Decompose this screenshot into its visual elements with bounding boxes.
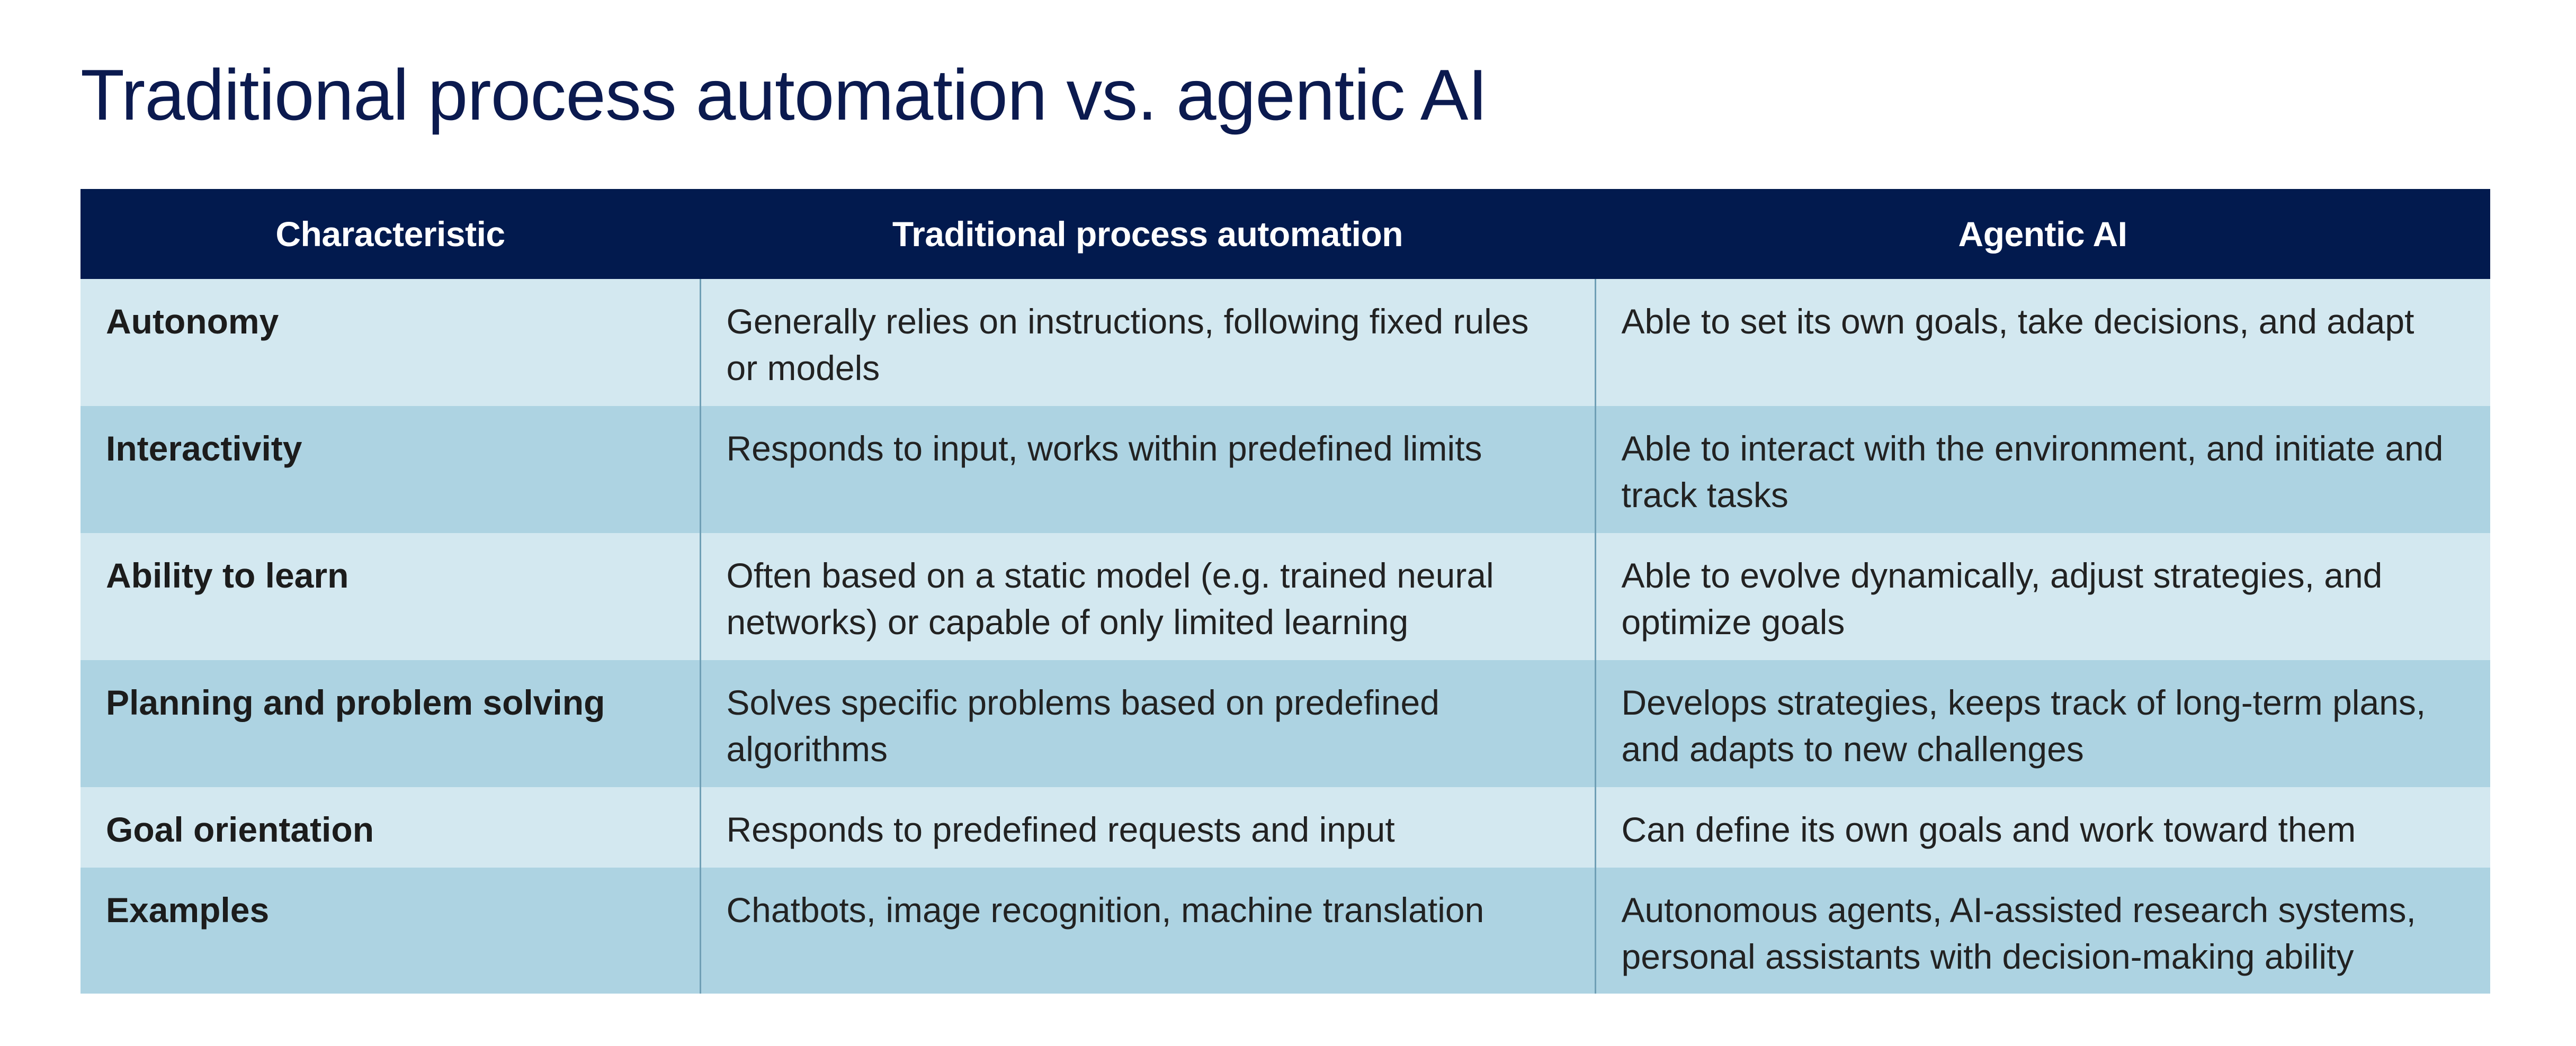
cell-characteristic: Examples <box>80 868 700 994</box>
cell-agentic: Able to interact with the environment, a… <box>1594 406 2490 533</box>
cell-characteristic: Interactivity <box>80 406 700 533</box>
header-traditional: Traditional process automation <box>700 189 1595 279</box>
comparison-table: Characteristic Traditional process autom… <box>80 189 2490 994</box>
cell-agentic: Develops strategies, keeps track of long… <box>1594 660 2490 787</box>
table-row: Autonomy Generally relies on instruction… <box>80 279 2490 406</box>
table-body: Autonomy Generally relies on instruction… <box>80 279 2490 994</box>
page-title: Traditional process automation vs. agent… <box>80 55 1488 135</box>
cell-traditional: Responds to input, works within predefin… <box>699 406 1595 533</box>
cell-agentic: Able to set its own goals, take decision… <box>1594 279 2490 406</box>
cell-traditional: Chatbots, image recognition, machine tra… <box>699 868 1595 994</box>
header-row: Characteristic Traditional process autom… <box>80 189 2490 279</box>
header-agentic: Agentic AI <box>1595 189 2490 279</box>
cell-characteristic: Autonomy <box>80 279 700 406</box>
cell-agentic: Able to evolve dynamically, adjust strat… <box>1594 533 2490 660</box>
table-header: Characteristic Traditional process autom… <box>80 189 2490 279</box>
cell-agentic: Can define its own goals and work toward… <box>1594 787 2490 868</box>
table-row: Ability to learn Often based on a static… <box>80 533 2490 660</box>
table-row: Examples Chatbots, image recognition, ma… <box>80 868 2490 994</box>
table-row: Interactivity Responds to input, works w… <box>80 406 2490 533</box>
table-row: Planning and problem solving Solves spec… <box>80 660 2490 787</box>
header-characteristic: Characteristic <box>80 189 700 279</box>
cell-agentic: Autonomous agents, AI-assisted research … <box>1594 868 2490 994</box>
cell-characteristic: Ability to learn <box>80 533 700 660</box>
cell-characteristic: Planning and problem solving <box>80 660 700 787</box>
cell-traditional: Generally relies on instructions, follow… <box>699 279 1595 406</box>
cell-characteristic: Goal orientation <box>80 787 700 868</box>
cell-traditional: Solves specific problems based on predef… <box>699 660 1595 787</box>
cell-traditional: Responds to predefined requests and inpu… <box>699 787 1595 868</box>
table-row: Goal orientation Responds to predefined … <box>80 787 2490 868</box>
cell-traditional: Often based on a static model (e.g. trai… <box>699 533 1595 660</box>
